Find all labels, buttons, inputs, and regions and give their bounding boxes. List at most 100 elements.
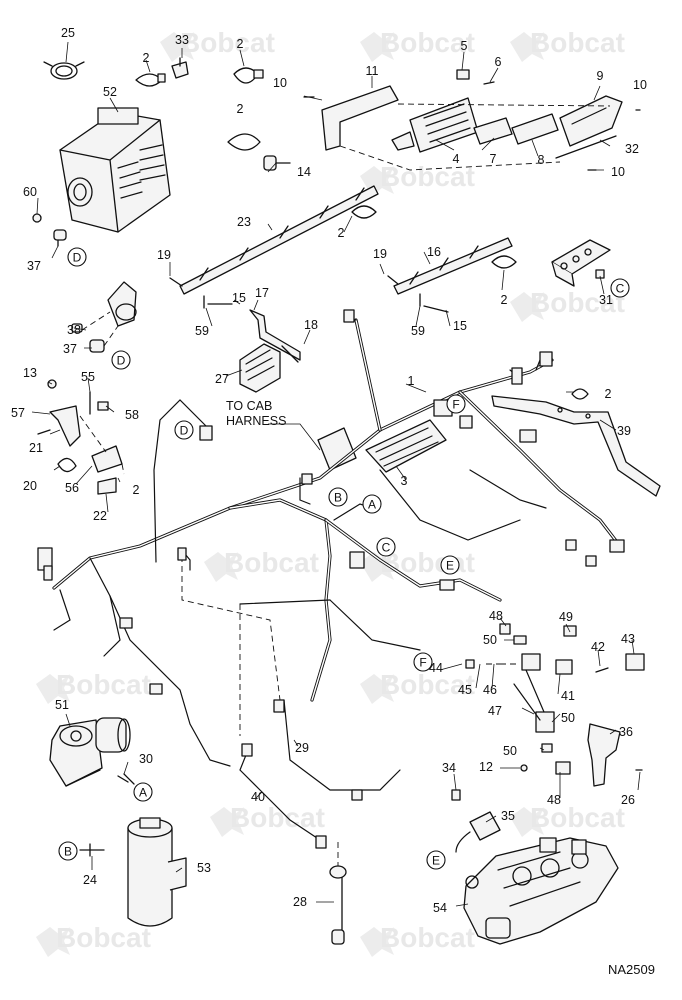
callout-number: 2: [338, 226, 345, 240]
junction-box-part-52: [59, 107, 171, 233]
connector-part-35: [455, 811, 501, 853]
reference-marker: B: [58, 841, 78, 861]
watermark-text: Bobcat: [180, 27, 275, 58]
callout-number: 50: [561, 711, 575, 725]
sensor-part-30: [117, 773, 135, 785]
callout-number: 42: [591, 640, 605, 654]
callout-number: 59: [411, 324, 425, 338]
cab-harness-note: TO CAB HARNESS: [226, 399, 286, 428]
strap-part-2b: [227, 133, 261, 151]
callout-number: 11: [366, 64, 379, 78]
bracket-part-11: [321, 85, 399, 151]
watermark-logo: Bobcat: [510, 802, 625, 837]
grommet-part-37: [53, 229, 67, 247]
watermark-logo: Bobcat: [360, 161, 475, 196]
rail-part-39: [491, 395, 661, 497]
clamp-part-25: [43, 61, 85, 80]
callout-number: 14: [297, 165, 311, 179]
watermark-logo: Bobcat: [510, 27, 625, 62]
callout-number: 53: [197, 861, 211, 875]
callout-number: 48: [489, 609, 503, 623]
reference-marker: F: [446, 394, 466, 414]
watermark-text: Bobcat: [56, 669, 151, 700]
reference-letter: F: [419, 656, 426, 670]
terminal-block-part-31: [551, 239, 611, 287]
callout-number: 52: [103, 85, 117, 99]
part-5: [456, 69, 470, 80]
callout-number: 51: [55, 698, 69, 712]
callout-number: 16: [427, 245, 441, 259]
callout-number: 25: [61, 26, 75, 40]
callout-number: 2: [133, 483, 140, 497]
watermark-text: Bobcat: [380, 669, 475, 700]
callout-number: 5: [461, 39, 468, 53]
callout-number: 37: [63, 342, 77, 356]
strip-part-32: [555, 135, 617, 159]
callout-number: 23: [237, 215, 251, 229]
reference-letter: A: [368, 498, 376, 512]
callout-number: 41: [561, 689, 575, 703]
watermark-logo: Bobcat: [160, 27, 275, 62]
callout-number: 4: [453, 152, 460, 166]
reservoir-part-53: [127, 817, 187, 927]
leader-lines: [31, 41, 641, 907]
fuse-block-part-3: [317, 419, 447, 473]
callout-number: 15: [232, 291, 246, 305]
callout-number: 21: [29, 441, 43, 455]
reference-marker: D: [111, 350, 131, 370]
callout-number: 54: [433, 901, 447, 915]
bracket-part-17: [249, 309, 301, 361]
reference-letter: E: [446, 559, 454, 573]
reference-marker: E: [426, 850, 446, 870]
rail-part-23: [179, 185, 379, 295]
watermark-text: Bobcat: [380, 161, 475, 192]
watermark-logo: Bobcat: [360, 922, 475, 957]
callout-number: 19: [373, 247, 387, 261]
valve-part-54: [463, 837, 619, 945]
callout-number: 46: [483, 683, 497, 697]
reference-marker: F: [413, 652, 433, 672]
callout-number: 43: [621, 632, 635, 646]
fuse-panel-part-4: [391, 97, 479, 153]
callout-number: 30: [139, 752, 153, 766]
cable-tie-part: [135, 73, 166, 87]
callout-number: 59: [195, 324, 209, 338]
callout-number: 40: [251, 790, 265, 804]
watermark-logo: Bobcat: [36, 922, 151, 957]
callout-number: 33: [175, 33, 189, 47]
callout-number: 28: [293, 895, 307, 909]
watermark-text: Bobcat: [380, 922, 475, 953]
callout-number: 12: [479, 760, 493, 774]
watermark-logo: Bobcat: [36, 669, 151, 704]
callout-number: 17: [255, 286, 269, 300]
reference-marker: A: [362, 494, 382, 514]
label-part-8: [511, 113, 559, 145]
reference-marker: E: [440, 555, 460, 575]
reference-letter: B: [64, 845, 72, 859]
screw-part-60: [32, 213, 42, 223]
callout-number: 9: [597, 69, 604, 83]
reference-letter: A: [139, 786, 147, 800]
callout-number: 6: [495, 55, 502, 69]
clip-part-33: [171, 57, 189, 79]
callout-number: 32: [625, 142, 639, 156]
pad-part-20: [91, 445, 123, 473]
watermark-logo: Bobcat: [510, 287, 625, 322]
unit-part-27: [239, 343, 281, 393]
watermark-logo: Bobcat: [360, 669, 475, 704]
callout-number: 8: [538, 153, 545, 167]
reference-marker: D: [174, 420, 194, 440]
callout-number: 18: [304, 318, 318, 332]
reference-marker: D: [67, 247, 87, 267]
bracket-part-21: [49, 405, 81, 447]
callout-number: 39: [617, 424, 631, 438]
reference-marker: A: [133, 782, 153, 802]
callout-number: 20: [23, 479, 37, 493]
part-artwork: [32, 57, 661, 945]
callout-number: 31: [599, 293, 613, 307]
callout-number: 57: [11, 406, 25, 420]
callout-number: 60: [23, 185, 37, 199]
reference-letter: B: [334, 491, 342, 505]
